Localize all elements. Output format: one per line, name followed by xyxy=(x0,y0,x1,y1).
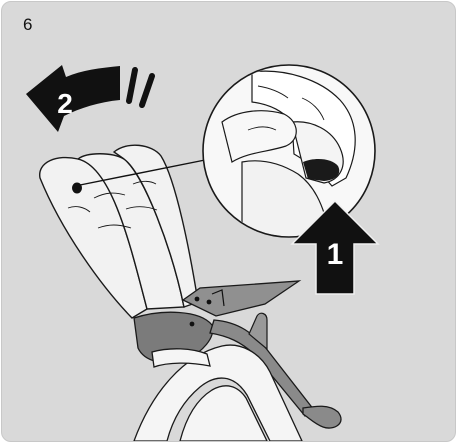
recline-lever xyxy=(183,281,299,316)
lower-frame xyxy=(134,345,302,441)
arrow-back-label: 2 xyxy=(57,88,73,119)
handle-knob xyxy=(303,406,341,428)
arrow-back-icon: 2 xyxy=(26,65,120,132)
seat-backrest xyxy=(40,145,198,318)
release-button-icon xyxy=(72,183,82,194)
arrow-up-label: 1 xyxy=(327,238,344,271)
magnified-detail xyxy=(203,65,375,238)
motion-streaks xyxy=(129,70,152,105)
